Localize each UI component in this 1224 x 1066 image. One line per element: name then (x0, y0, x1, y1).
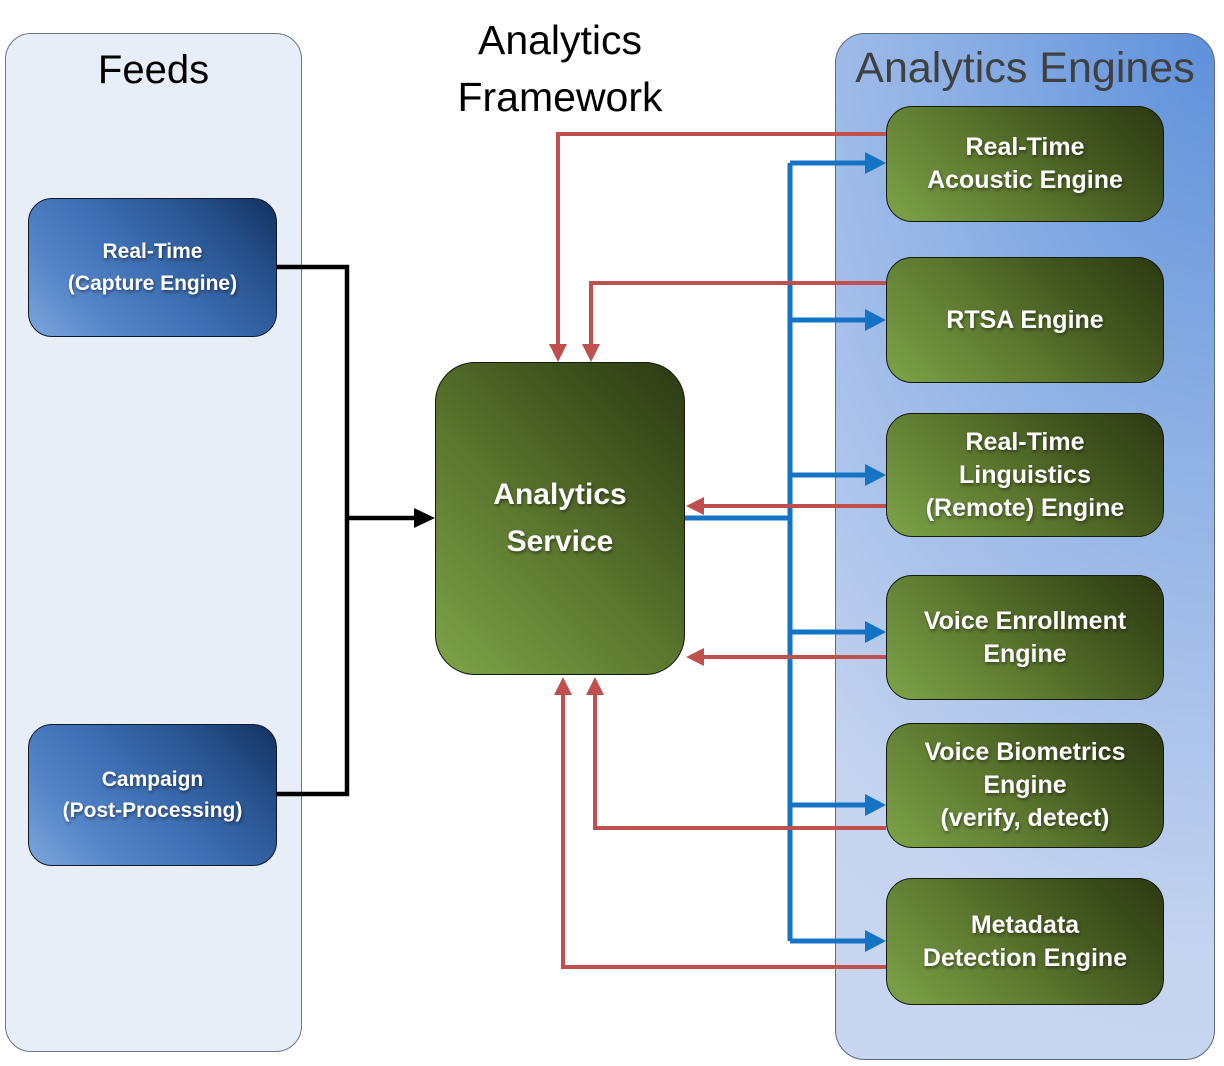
red-arrowhead-metadata (554, 677, 572, 695)
red-arrowhead-linguistics (686, 497, 704, 515)
feed-box-real-time-capture: Real-Time (Capture Engine) (28, 198, 277, 337)
engine-box-metadata-detection-label: Metadata Detection Engine (922, 910, 1128, 972)
black-arrowhead-service (414, 508, 435, 528)
engine-box-real-time-acoustic: Real-Time Acoustic Engine (886, 106, 1164, 222)
engine-box-metadata-detection: Metadata Detection Engine (886, 878, 1164, 1005)
feeds-panel: Feeds (5, 33, 302, 1052)
red-arrowhead-enrollment (686, 648, 704, 666)
engine-box-voice-biometrics-label: Voice Biometrics Engine (verify, detect) (924, 738, 1126, 832)
engine-box-rtsa: RTSA Engine (886, 257, 1164, 383)
feed-box-real-time-capture-label: Real-Time (Capture Engine) (67, 240, 238, 295)
analytics-framework-title: Analytics Framework (457, 17, 663, 120)
feeds-panel-title: Feeds (97, 48, 210, 92)
feed-box-campaign-post-processing-label: Campaign (Post-Processing) (62, 767, 243, 823)
engine-box-voice-enrollment: Voice Enrollment Engine (886, 575, 1164, 700)
red-arrowhead-biometrics (586, 677, 604, 695)
red-arrowhead-rtsa (582, 344, 600, 362)
blue-trunk-line (685, 163, 793, 941)
analytics-service-box: Analytics Service (435, 362, 685, 675)
engine-box-voice-biometrics: Voice Biometrics Engine (verify, detect) (886, 723, 1164, 848)
engine-box-voice-enrollment-label: Voice Enrollment Engine (923, 606, 1127, 668)
analytics-engines-panel-title: Analytics Engines (855, 44, 1195, 92)
engine-box-real-time-acoustic-label: Real-Time Acoustic Engine (927, 133, 1123, 194)
analytics-service-label: Analytics Service (493, 478, 627, 558)
engine-box-real-time-linguistics-remote-label: Real-Time Linguistics (Remote) Engine (925, 427, 1125, 522)
engine-box-rtsa-label: RTSA Engine (946, 305, 1104, 334)
feed-box-campaign-post-processing: Campaign (Post-Processing) (28, 724, 277, 866)
engine-box-real-time-linguistics-remote: Real-Time Linguistics (Remote) Engine (886, 413, 1164, 537)
red-arrowhead-acoustic (549, 344, 567, 362)
